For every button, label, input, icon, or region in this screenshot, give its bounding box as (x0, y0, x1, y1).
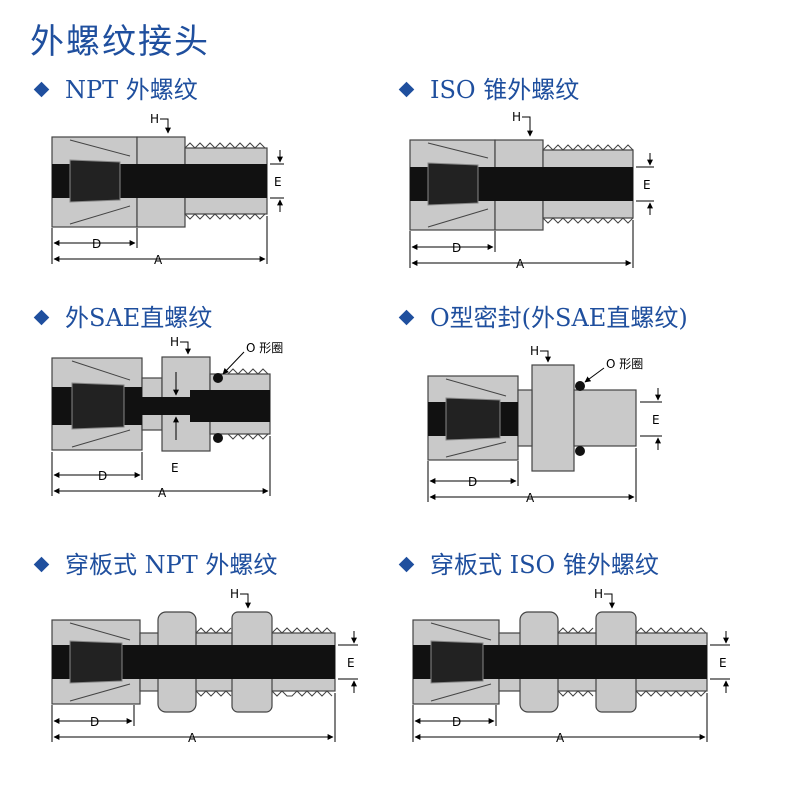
thread-top-2 (635, 627, 707, 634)
dim-label-h: H (170, 335, 179, 349)
dim-label-h: H (512, 110, 521, 124)
fitting-oring: H O 形圈 E D A (427, 344, 662, 505)
page-title: 外螺纹接头 (30, 22, 210, 62)
ferrule (69, 159, 121, 203)
thread-top (227, 368, 269, 375)
hex-body (531, 364, 575, 472)
o-ring (575, 446, 585, 456)
thread-top (195, 627, 232, 634)
dim-label-d: D (452, 715, 461, 729)
dim-label-e: E (719, 656, 727, 670)
fitting-bulkhead-iso: H E D A (412, 587, 730, 745)
fitting-iso: H E D A (409, 110, 654, 271)
dim-label-e: E (274, 175, 282, 189)
dim-label-h: H (230, 587, 239, 601)
ferrule (430, 640, 484, 684)
thread-bottom-2 (635, 690, 707, 697)
dim-label-e: E (171, 461, 179, 475)
thread-top (542, 144, 634, 151)
ferrule (427, 162, 479, 206)
dim-label-a: A (526, 491, 535, 505)
thread-top-2 (271, 627, 333, 634)
neck (517, 389, 533, 447)
thread-bottom (184, 213, 266, 220)
dim-label-a: A (516, 257, 525, 271)
dim-label-d: D (98, 469, 107, 483)
section-heading-iso: ISO 锥外螺纹 (395, 70, 579, 105)
bore (142, 397, 190, 415)
bore-wide (190, 390, 270, 422)
dim-label-a: A (154, 253, 163, 267)
fitting-npt: H E D A (51, 112, 284, 267)
thread-top (557, 627, 594, 634)
section-heading-oring: O型密封(外SAE直螺纹) (395, 298, 688, 333)
o-ring (213, 433, 223, 443)
thread-bottom (557, 690, 594, 697)
section-heading-sae: 外SAE直螺纹 (30, 298, 212, 333)
fitting-sae: H O 形圈 E D A (51, 335, 283, 500)
ferrule (445, 397, 501, 441)
dim-label-a: A (158, 486, 167, 500)
dim-label-d: D (468, 475, 477, 489)
dim-label-a: A (556, 731, 565, 745)
dim-label-d: D (92, 237, 101, 251)
ferrule (69, 640, 123, 684)
dim-label-h: H (530, 344, 539, 358)
dim-label-e: E (347, 656, 355, 670)
dim-label-e: E (643, 178, 651, 192)
thread-bottom (227, 433, 269, 440)
thread-bottom-2 (271, 690, 333, 697)
section-line (69, 205, 131, 225)
thread-bottom (542, 217, 634, 224)
dim-label-d: D (452, 241, 461, 255)
thread-body (573, 389, 637, 447)
dim-label-a: A (188, 731, 197, 745)
dim-label-e: E (652, 413, 660, 427)
section-line (69, 139, 131, 157)
thread-top (184, 142, 266, 149)
o-ring-label: O 形圈 (606, 357, 643, 371)
dim-label-h: H (150, 112, 159, 126)
o-ring (575, 381, 585, 391)
section-heading-bulkhead-iso: 穿板式 ISO 锥外螺纹 (395, 545, 659, 580)
ferrule (71, 382, 125, 430)
thread-bottom (195, 690, 232, 697)
o-ring-label: O 形圈 (246, 341, 283, 355)
o-ring (213, 373, 223, 383)
section-heading-bulkhead-npt: 穿板式 NPT 外螺纹 (30, 545, 277, 580)
dim-label-h: H (594, 587, 603, 601)
fitting-bulkhead-npt: H E D A (51, 587, 358, 745)
dim-label-d: D (90, 715, 99, 729)
section-heading-npt: NPT 外螺纹 (30, 70, 198, 105)
